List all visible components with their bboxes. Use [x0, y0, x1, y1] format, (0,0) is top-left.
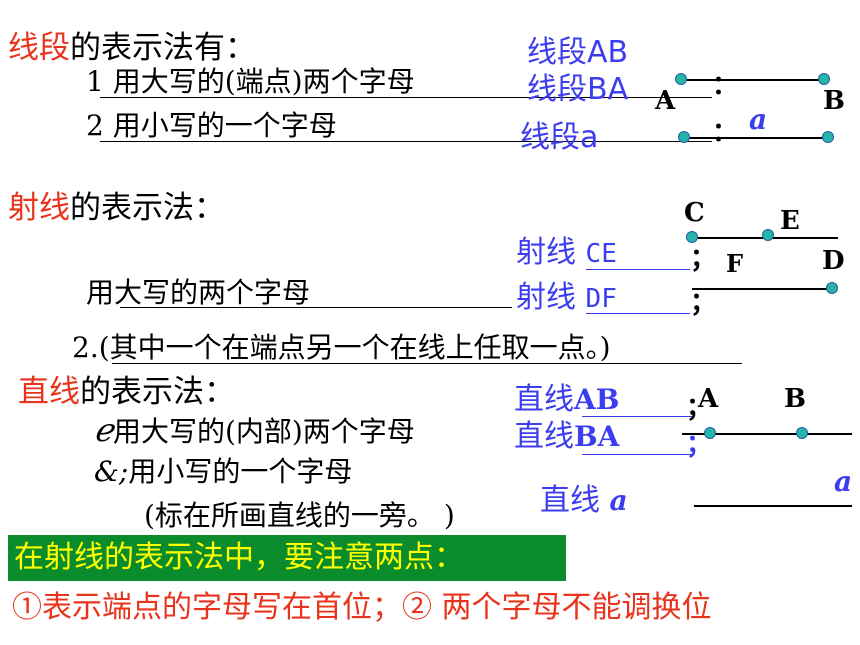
ray-point-f-label: F	[726, 249, 744, 278]
note-box-text: 在射线的表示法中，要注意两点：	[14, 540, 464, 575]
ray-df-line	[692, 288, 832, 290]
ray-point-e	[762, 229, 774, 241]
segment-label-ab: 线段AB	[527, 35, 629, 70]
ray-point-d-label: D	[822, 246, 845, 276]
line-a-line	[694, 505, 852, 507]
segment-point-a-label: A	[655, 86, 676, 116]
ray-heading: 射线的表示法：	[8, 193, 225, 224]
segment-heading-red: 线段	[8, 30, 70, 66]
line-label-ba: 直线BA	[514, 422, 619, 452]
ray-point-c-label: C	[684, 198, 705, 228]
ray-label-df-prefix: 射线	[516, 280, 576, 315]
line-label-a: 直线 a	[540, 486, 628, 516]
note-box	[8, 535, 566, 581]
ray-endpoint-d	[826, 282, 838, 294]
ray-rule-2: 2.(其中一个在端点另一个在线上任取一点。)	[72, 331, 611, 364]
ray-rule-1-underline	[120, 307, 512, 308]
segment-a-line	[684, 137, 828, 139]
line-point-b	[796, 427, 808, 439]
line-point-b-label: B	[784, 384, 806, 414]
line-rule-3: (标在所画直线的一旁。 )	[144, 499, 455, 532]
ray-label-ce-underline	[586, 269, 690, 270]
ray-rule-1: 用大写的两个字母	[86, 276, 311, 309]
ray-semi-1: ；	[690, 244, 717, 274]
ray-label-ce-prefix: 射线	[516, 235, 576, 270]
line-point-a-label: A	[698, 384, 719, 414]
ray-label-ce: 射线 CE	[516, 238, 617, 268]
segment-endpoint-b	[818, 73, 830, 85]
segment-heading-rest: 的表示法有：	[70, 30, 256, 66]
line-heading-rest: 的表示法：	[80, 374, 235, 410]
segment-label-a-text: 线段a	[520, 120, 599, 155]
line-small-a: a	[834, 465, 853, 498]
ray-label-df-value: DF	[585, 284, 617, 314]
ray-rule-2-underline	[112, 363, 742, 364]
line-rule-1-marker: ℯ	[94, 411, 113, 449]
ray-heading-red: 射线	[8, 190, 70, 226]
segment-rule-1-underline	[100, 97, 712, 98]
ray-label-df: 射线 DF	[516, 283, 617, 313]
segment-point-b-label: B	[823, 86, 845, 116]
segment-small-a: a	[749, 103, 768, 136]
segment-ab-line	[681, 79, 825, 81]
line-label-ab-underline	[582, 416, 692, 417]
segment-label-ba: 线段BA	[527, 72, 629, 107]
line-label-ba-prefix: 直线	[514, 419, 574, 454]
ray-label-ce-value: CE	[585, 239, 617, 269]
ray-heading-rest: 的表示法：	[70, 190, 225, 226]
ray-semi-2: ；	[690, 288, 717, 318]
line-rule-2-marker: &;	[94, 455, 129, 488]
line-rule-2: &;用小写的一个字母	[94, 458, 352, 486]
line-label-ab: 直线AB	[514, 385, 619, 415]
ray-endpoint-c	[686, 231, 698, 243]
line-point-a	[704, 427, 716, 439]
ray-label-df-underline	[586, 313, 690, 314]
line-label-a-value: a	[609, 484, 628, 517]
line-label-a-prefix: 直线	[540, 483, 600, 518]
segment-colon-2: ：	[712, 118, 739, 148]
segment-a-endpoint-1	[678, 131, 690, 143]
segment-label-a: 线段a	[520, 123, 598, 153]
line-label-ab-value: AB	[574, 383, 620, 416]
segment-colon-1: ：	[712, 71, 739, 101]
line-heading-red: 直线	[18, 374, 80, 410]
line-label-ba-underline	[582, 454, 692, 455]
line-ab-line	[682, 433, 852, 435]
segment-rule-1: 1 用大写的(端点)两个字母	[86, 65, 415, 98]
line-rule-1: ℯ用大写的(内部)两个字母	[94, 414, 415, 446]
segment-a-endpoint-2	[822, 131, 834, 143]
line-label-ba-value: BA	[574, 420, 620, 453]
line-rule-1-text: 用大写的(内部)两个字母	[112, 415, 415, 448]
note-bottom-text: ①表示端点的字母写在首位；② 两个字母不能调换位	[12, 590, 712, 625]
segment-rule-2: 2 用小写的一个字母	[86, 109, 337, 142]
line-heading: 直线的表示法：	[18, 377, 235, 408]
segment-heading: 线段的表示法有：	[8, 33, 256, 64]
line-semi-1: ；	[686, 393, 713, 423]
segment-endpoint-a	[675, 73, 687, 85]
ray-point-e-label: E	[780, 206, 800, 236]
line-rule-2-text: 用小写的一个字母	[128, 455, 353, 488]
line-label-ab-prefix: 直线	[514, 382, 574, 417]
segment-rule-2-underline	[100, 141, 712, 142]
